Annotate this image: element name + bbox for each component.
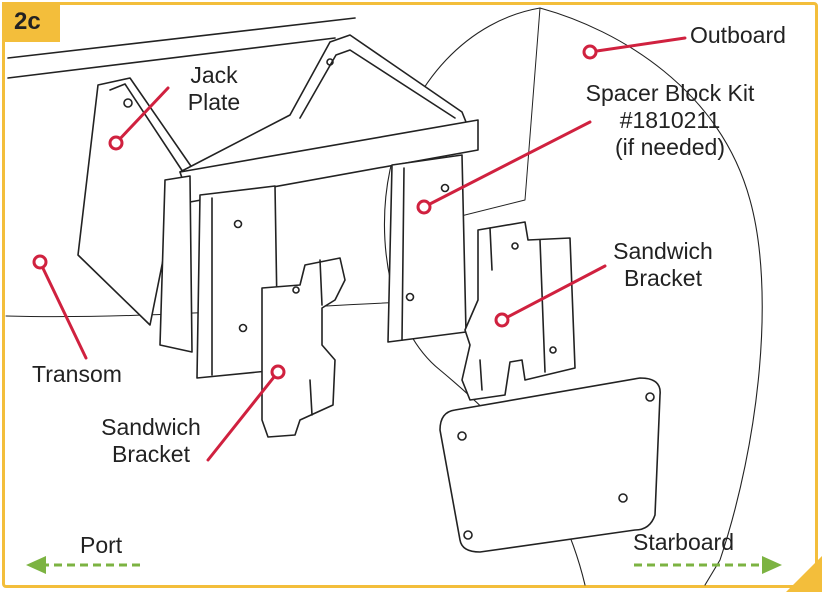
- jack-plate-inner: [109, 83, 186, 176]
- transom-top-edge: [7, 17, 356, 59]
- leader-sandwich-left: [206, 370, 280, 462]
- callout-sandwich-left: [270, 364, 286, 380]
- callout-transom: [32, 254, 48, 270]
- label-spacer-block-kit: Spacer Block Kit #1810211 (if needed): [585, 80, 755, 160]
- left-sandwich-bracket: [261, 257, 346, 438]
- callout-jack-plate: [108, 135, 124, 151]
- jack-plate-top-inner: [299, 49, 456, 119]
- right-rail: [387, 154, 467, 343]
- callout-sandwich-right: [494, 312, 510, 328]
- leader-outboard: [588, 36, 687, 54]
- figure-frame: [2, 2, 818, 588]
- callout-spacer-kit: [416, 199, 432, 215]
- leader-jack-plate: [114, 86, 170, 145]
- label-starboard: Starboard: [633, 529, 735, 555]
- spacer-block-plate: [439, 377, 661, 553]
- label-sandwich-bracket-left: Sandwich Bracket: [101, 414, 201, 467]
- label-outboard: Outboard: [690, 22, 786, 48]
- leader-transom: [38, 260, 88, 360]
- leader-spacer-kit: [422, 120, 592, 209]
- jack-plate-front-left: [159, 175, 193, 353]
- label-transom: Transom: [32, 361, 122, 387]
- step-badge: 2c: [2, 2, 60, 42]
- label-port: Port: [80, 532, 123, 558]
- port-arrow-head: [26, 556, 46, 574]
- starboard-arrow-head: [762, 556, 782, 574]
- corner-accent: [786, 556, 822, 592]
- leader-sandwich-right: [500, 264, 607, 322]
- transom-top-edge-2: [7, 37, 336, 79]
- step-number: 2c: [14, 8, 41, 35]
- label-jack-plate: Jack Plate: [187, 62, 241, 115]
- callout-outboard: [582, 44, 598, 60]
- label-sandwich-bracket-right: Sandwich Bracket: [613, 238, 713, 291]
- right-rail-edge: [401, 167, 405, 341]
